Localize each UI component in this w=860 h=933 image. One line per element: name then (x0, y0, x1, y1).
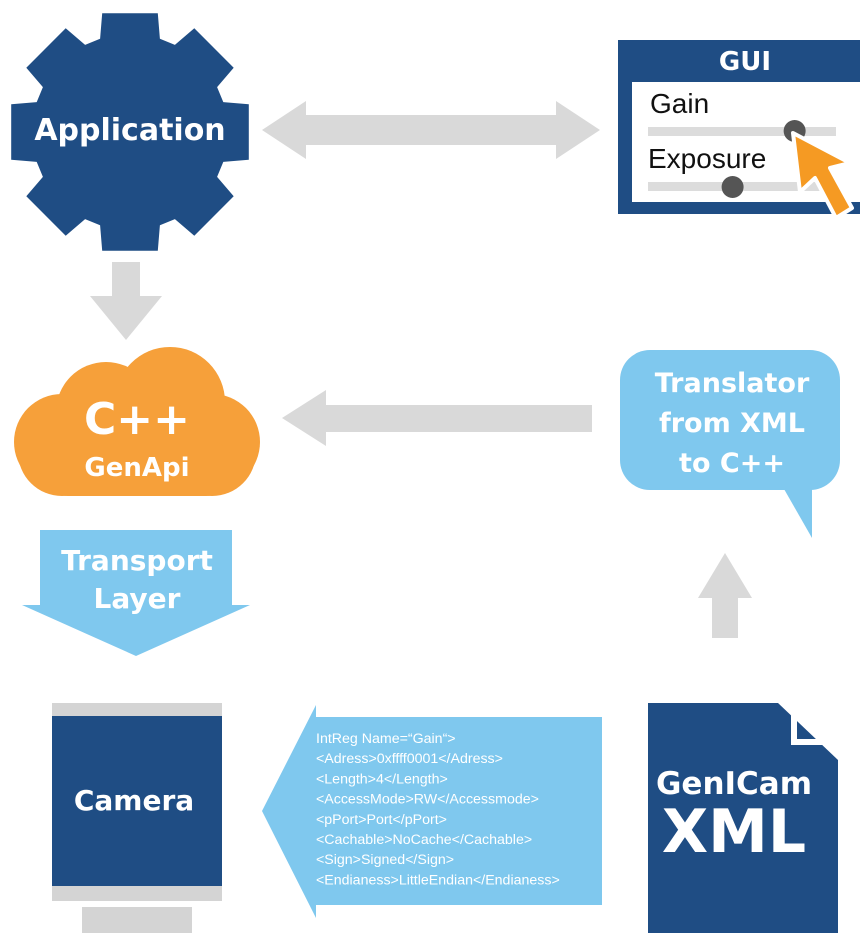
translator-line-3: to C++ (679, 448, 785, 479)
cursor-icon (791, 131, 854, 220)
camera-monitor: Camera (52, 703, 222, 933)
translator-line-2: from XML (659, 408, 805, 439)
genapi-cpp-label: C++ (84, 394, 190, 445)
xml-snippet-line: <Endianess>LittleEndian</Endianess> (316, 872, 560, 888)
genapi-label: GenApi (84, 453, 189, 483)
xml-snippet-line: <pPort>Port</pPort> (316, 812, 447, 828)
transport-layer-arrow: Transport Layer (22, 530, 250, 656)
exposure-slider-knob[interactable] (721, 176, 744, 198)
genicam-xml-file: GenICam XML (648, 703, 838, 933)
application-gear: Application (11, 13, 249, 251)
xml-snippet-line: <Sign>Signed</Sign> (316, 852, 454, 868)
application-label: Application (34, 113, 225, 148)
gui-title: GUI (719, 47, 771, 77)
xml-snippet-arrow: IntReg Name=“Gain“> <Adress>0xffff0001</A… (262, 705, 602, 918)
transport-line-2: Layer (94, 582, 181, 615)
camera-label: Camera (74, 784, 194, 817)
transport-line-1: Transport (61, 544, 213, 577)
arrow-xml-translator (698, 553, 752, 638)
xml-snippet-line: <Adress>0xffff0001</Adress> (316, 751, 503, 767)
arrow-application-genapi (90, 262, 162, 340)
exposure-label: Exposure (648, 143, 766, 174)
gain-label: Gain (650, 88, 709, 119)
genicam-label: GenICam (656, 766, 812, 802)
xml-snippet-line: IntReg Name=“Gain“> (316, 731, 456, 747)
arrow-translator-genapi (282, 390, 592, 446)
xml-snippet-line: <Cachable>NoCache</Cachable> (316, 832, 532, 848)
arrow-application-gui (262, 101, 600, 159)
xml-snippet-line: <Length>4</Length> (316, 771, 448, 787)
translator-line-1: Translator (655, 368, 810, 399)
gui-window: GUI Gain Exposure (618, 40, 860, 220)
xml-snippet: IntReg Name=“Gain“> <Adress>0xffff0001</A… (316, 731, 560, 888)
xml-label: XML (662, 797, 806, 867)
file-fold-icon (791, 705, 832, 745)
translator-bubble: Translator from XML to C++ (620, 350, 840, 538)
xml-snippet-line: <AccessMode>RW</Accessmode> (316, 792, 539, 808)
gain-slider-track[interactable] (648, 127, 836, 136)
genapi-cloud: C++ GenApi (14, 347, 260, 496)
